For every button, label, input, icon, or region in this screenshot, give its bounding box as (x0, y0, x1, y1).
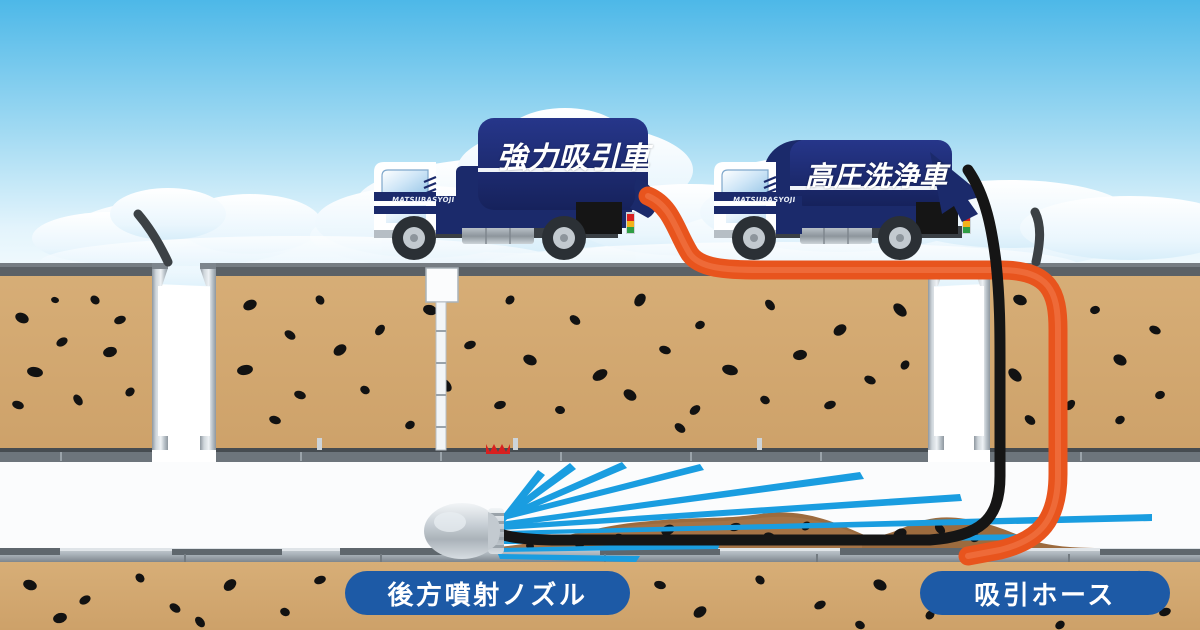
suction-hose-path (638, 186, 1068, 566)
washer-truck-label: 高圧洗浄車 (805, 160, 948, 193)
truck1-wheels (392, 216, 586, 260)
pipe-damage-mark (486, 444, 510, 454)
pipe-crown (0, 438, 1200, 462)
pipe-fixtures (317, 438, 762, 450)
truck2-wheels (732, 216, 922, 260)
flow-arrow (930, 152, 984, 222)
suction-truck-label: 強力吸引車 (497, 141, 650, 176)
suction-truck-cab-marking: MATSUBASYOJI (391, 196, 456, 204)
truck1-signal-light (626, 212, 635, 234)
pressure-hose-path (494, 164, 1006, 546)
suction-hose-callout-label: 吸引ホース (920, 571, 1170, 615)
soil-upper (0, 268, 1200, 460)
manhole-left (152, 263, 216, 450)
washer-truck-cab-marking: MATSUBASYOJI (732, 196, 797, 204)
nozzle-callout-label: 後方噴射ノズル (345, 571, 630, 615)
gravel-upper (12, 293, 1165, 433)
